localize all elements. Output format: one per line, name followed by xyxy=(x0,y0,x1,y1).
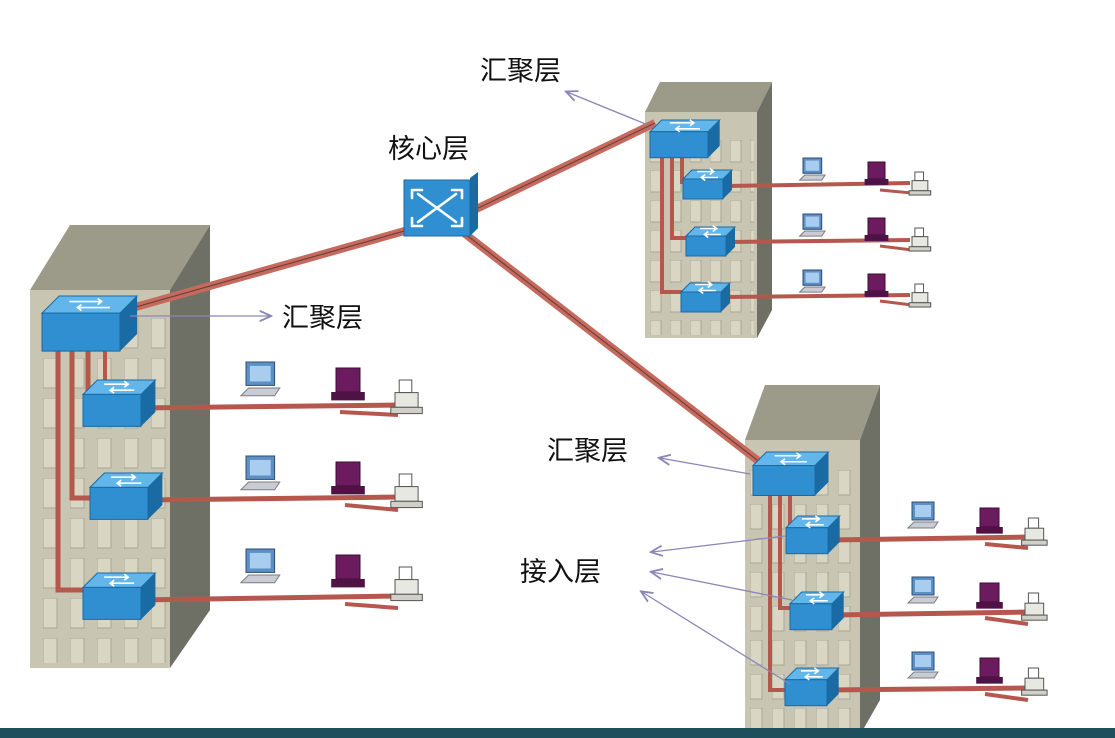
left-cables xyxy=(55,342,401,610)
aggregation-layer-label-top: 汇聚层 xyxy=(480,56,561,87)
pc-top-right-2 xyxy=(798,213,827,237)
printer-left-3 xyxy=(390,566,423,602)
pc-bottom-right-3 xyxy=(906,651,939,679)
access-switch-top-right-1 xyxy=(681,167,734,200)
printer-left-1 xyxy=(390,379,423,415)
terminal-left-2 xyxy=(331,461,365,495)
access-switch-left-2 xyxy=(88,472,164,520)
pc-left-1 xyxy=(239,361,281,397)
switches xyxy=(40,119,845,707)
core-links xyxy=(116,119,773,474)
aggregation-layer-label-right: 汇聚层 xyxy=(547,436,628,467)
terminal-top-right-1 xyxy=(864,161,889,185)
access-switch-top-right-2 xyxy=(684,224,737,257)
printer-bottom-right-3 xyxy=(1021,667,1048,696)
access-switch-left-3 xyxy=(81,572,157,620)
terminal-top-right-2 xyxy=(864,217,889,241)
pc-left-3 xyxy=(239,548,281,584)
access-switch-bottom-right-3 xyxy=(783,667,840,707)
core-layer-label: 核心层 xyxy=(388,134,469,165)
pc-left-2 xyxy=(239,455,281,491)
access-switch-bottom-right-2 xyxy=(788,591,845,631)
printer-top-right-3 xyxy=(908,283,932,308)
printer-top-right-2 xyxy=(908,227,932,252)
printer-left-2 xyxy=(390,473,423,509)
terminal-bottom-right-2 xyxy=(976,582,1003,609)
access-switch-left-1 xyxy=(81,379,157,427)
pc-bottom-right-2 xyxy=(906,576,939,604)
access-layer-label: 接入层 xyxy=(520,557,601,588)
printer-bottom-right-1 xyxy=(1021,517,1048,546)
printer-top-right-1 xyxy=(908,171,932,196)
printer-bottom-right-2 xyxy=(1021,592,1048,621)
aggregation-switch-left xyxy=(40,295,139,352)
terminal-bottom-right-1 xyxy=(976,507,1003,534)
label-arrows xyxy=(130,92,793,685)
end-devices xyxy=(239,157,1048,696)
aggregation-switch-top-right xyxy=(648,119,721,159)
terminal-left-3 xyxy=(331,554,365,588)
bottom-bar xyxy=(0,728,1115,738)
aggregation-switch-bottom-right xyxy=(751,451,830,496)
terminal-left-1 xyxy=(331,367,365,401)
bottom-right-cables xyxy=(768,492,1031,702)
terminal-bottom-right-3 xyxy=(976,657,1003,684)
pc-top-right-1 xyxy=(798,157,827,181)
pc-bottom-right-1 xyxy=(906,501,939,529)
pc-top-right-3 xyxy=(798,269,827,293)
terminal-top-right-3 xyxy=(864,273,889,297)
access-switch-top-right-3 xyxy=(679,280,732,313)
access-switch-bottom-right-1 xyxy=(784,515,841,555)
aggregation-layer-label-left: 汇聚层 xyxy=(282,303,363,334)
core-switch xyxy=(403,172,478,237)
